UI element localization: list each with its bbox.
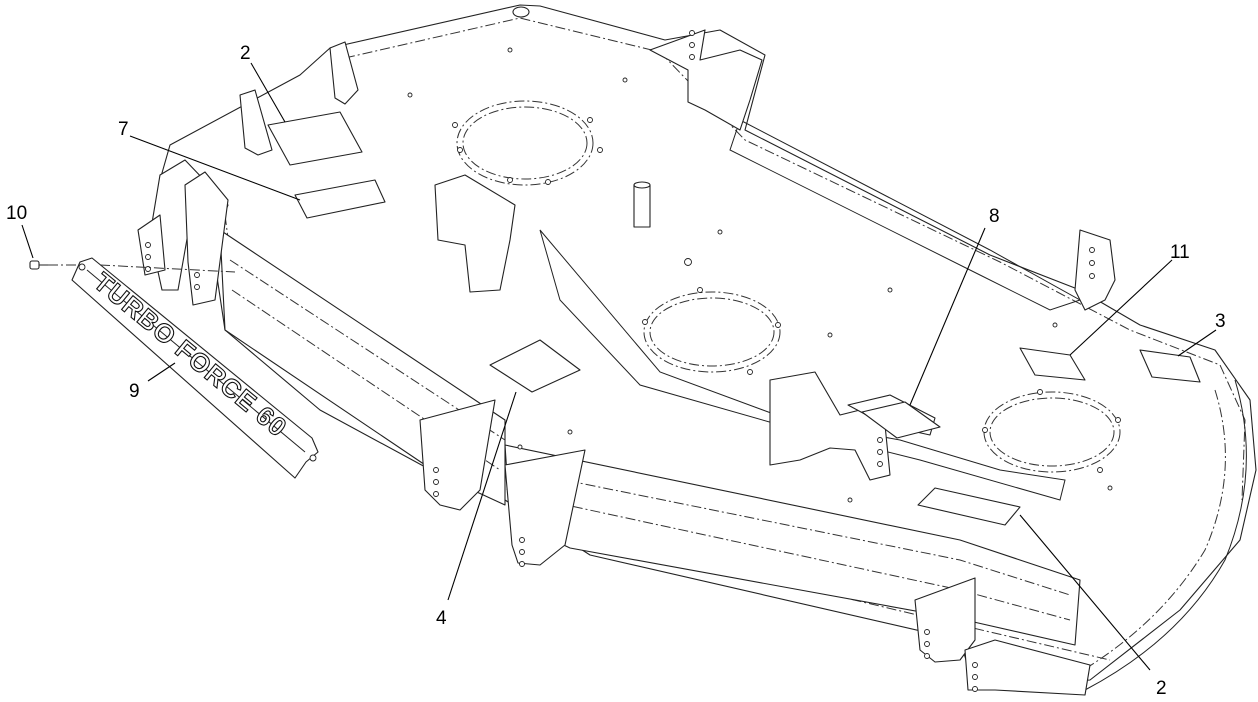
callout-labels: 2 7 10 9 8 11 3 4 2 bbox=[6, 43, 1226, 699]
decal-8 bbox=[861, 401, 941, 439]
callout-8: 8 bbox=[989, 206, 1000, 227]
screw-icon bbox=[29, 260, 236, 273]
decal-4 bbox=[489, 339, 581, 393]
callout-2-front: 2 bbox=[1156, 678, 1167, 699]
callout-4: 4 bbox=[436, 608, 447, 629]
bracket-holes bbox=[145, 30, 1095, 692]
decal-2-rear bbox=[267, 111, 363, 166]
callout-7: 7 bbox=[118, 119, 129, 140]
callout-10: 10 bbox=[6, 203, 27, 224]
callout-3: 3 bbox=[1215, 311, 1226, 332]
decal-7 bbox=[294, 179, 386, 219]
decal-11 bbox=[1019, 347, 1086, 381]
callout-2-rear: 2 bbox=[240, 43, 251, 64]
leader-lines bbox=[21, 62, 1217, 671]
callout-9: 9 bbox=[129, 381, 140, 402]
decals bbox=[267, 111, 1201, 526]
decal-2-front bbox=[917, 487, 1021, 526]
callout-11: 11 bbox=[1170, 242, 1190, 263]
decal-3 bbox=[1139, 349, 1201, 383]
mounting-holes bbox=[407, 47, 1121, 508]
